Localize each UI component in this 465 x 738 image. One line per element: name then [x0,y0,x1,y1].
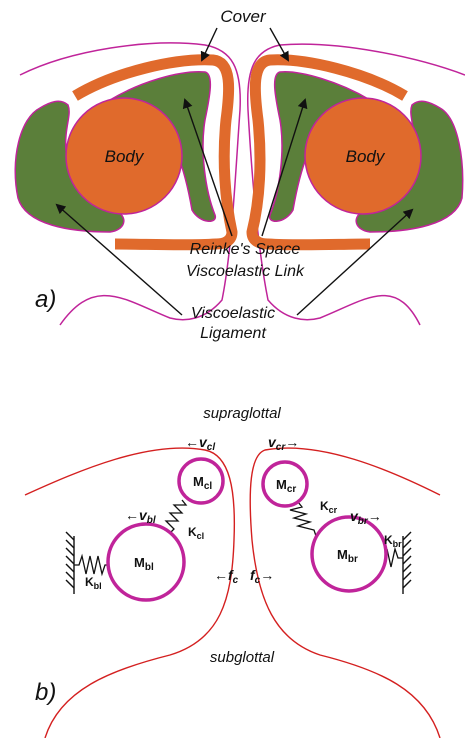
left-fold-line-b [24,447,236,738]
left-wall [65,531,75,594]
mass-cl-label: Mcl [193,474,212,492]
f-right-label: fc→ [250,567,274,586]
right-wall [402,531,412,594]
mass-cr-label: Mcr [276,477,296,495]
mass-cr [261,460,309,508]
left-body-label: Body [105,147,145,166]
right-body [304,97,422,215]
reinke-arrow-right [261,98,308,237]
k-br-label: Kbr [384,533,402,549]
mass-br [310,515,388,593]
reinke-label-line1: Reinke's Space [190,241,301,258]
k-cr-label: Kcr [320,499,338,515]
cover-arrow-right [269,27,289,62]
left-fold-outline [19,42,241,326]
cover-arrow-left [200,27,218,62]
spring-cl [164,499,188,534]
left-body [65,97,183,215]
panel-a: Body Body Cover Reinke's Space Viscoelas… [14,7,465,342]
k-cl-label: Kcl [188,525,204,541]
right-fold-outline [246,43,465,326]
left-cover [72,54,238,251]
ligament-arrow-right [296,208,414,316]
panel-a-label: a) [35,286,56,313]
v-bl-label: ←vbl [125,507,156,526]
spring-cr [289,501,317,537]
mass-cl [177,457,225,505]
subglottal-label: subglottal [210,649,275,666]
k-bl-label: Kbl [85,575,102,591]
reinke-label-line2: Viscoelastic Link [186,263,305,280]
ligament-arrow-left [55,203,183,316]
reinke-arrow-left [182,98,233,237]
spring-bl [74,553,110,577]
right-cover [246,54,408,251]
ligament-label-line1: Viscoelastic [191,305,275,322]
mass-bl [106,522,186,602]
f-left-label: ←fc [214,567,239,586]
panel-b-label: b) [35,679,56,706]
panel-b: supraglottal subglottal [24,405,441,738]
right-fold-line-b [249,447,441,738]
v-br-label: vbr→ [350,508,382,527]
v-cl-label: ←vcl [185,434,215,453]
ligament-label-line2: Ligament [200,325,266,342]
mass-br-label: Mbr [337,547,358,565]
supraglottal-label: supraglottal [203,405,281,422]
right-body-label: Body [346,147,386,166]
mass-bl-label: Mbl [134,555,154,573]
v-cr-label: vcr→ [268,434,299,453]
cover-label: Cover [220,7,267,26]
